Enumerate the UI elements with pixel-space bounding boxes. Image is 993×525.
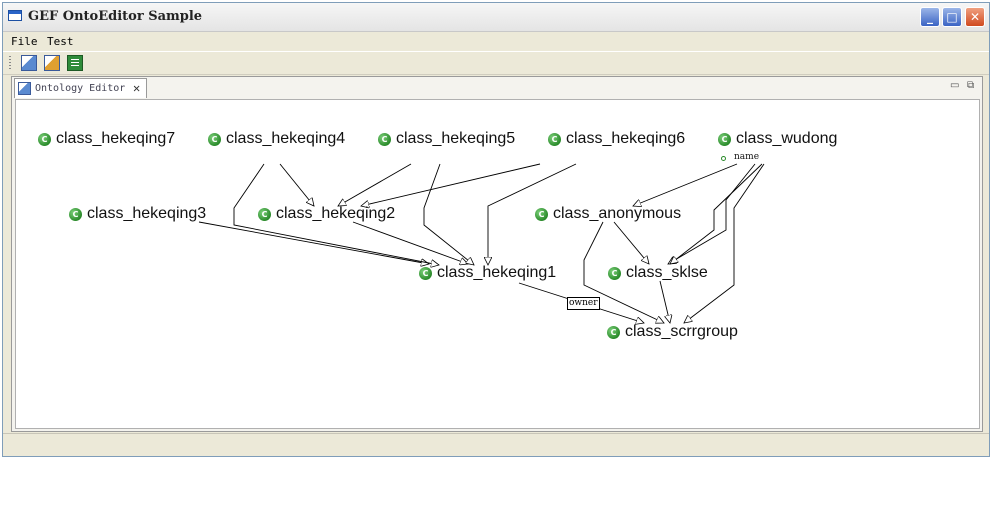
tab-label: Ontology Editor: [35, 83, 126, 94]
edge-wudong-sklse-1: [668, 163, 756, 264]
tab-ontology-editor[interactable]: Ontology Editor ✕: [14, 78, 147, 98]
graph-tool-icon[interactable]: [21, 55, 37, 71]
maximize-button[interactable]: □: [942, 7, 962, 27]
edge-wudong-scrrgroup: [684, 163, 765, 323]
edge-label-owner[interactable]: owner: [567, 297, 600, 310]
minimize-button[interactable]: _: [920, 7, 940, 27]
edge-anonymous-scrrgroup: [583, 221, 664, 323]
class-label: class_sklse: [626, 264, 708, 281]
view-restore-icon[interactable]: ⧉: [967, 80, 975, 91]
class-label: class_hekeqing2: [276, 205, 396, 222]
graph-tool-alt-icon[interactable]: [44, 55, 60, 71]
attribute-icon: [721, 156, 726, 161]
edge-hekeqing5-hekeqing2: [338, 163, 412, 206]
edge-hekeqing3-hekeqing1: [198, 221, 429, 264]
class-label: class_hekeqing7: [56, 130, 176, 147]
edge-hekeqing4-hekeqing1: [233, 163, 439, 265]
toolbar: [3, 51, 989, 75]
attribute-label[interactable]: name: [734, 152, 760, 162]
class-icon: C: [38, 133, 51, 146]
edge-hekeqing5-hekeqing1: [423, 163, 474, 265]
edge-hekeqing2-hekeqing1: [352, 221, 468, 264]
menu-bar: File Test: [3, 32, 989, 50]
relation-edges: [198, 163, 765, 430]
edge-anonymous-sklse: [613, 221, 649, 264]
class-label: class_hekeqing4: [226, 130, 346, 147]
class-icon: C: [258, 208, 271, 221]
ontology-editor-icon: [18, 82, 31, 95]
window-icon: [8, 10, 22, 21]
class-icon: C: [69, 208, 82, 221]
class-icon: C: [718, 133, 731, 146]
class-label: class_hekeqing5: [396, 130, 516, 147]
class-label: class_hekeqing3: [87, 205, 207, 222]
edge-wudong-anonymous: [633, 163, 738, 206]
diagram-canvas[interactable]: C class_hekeqing7 C class_hekeqing4 C cl…: [15, 99, 980, 429]
tab-close-icon[interactable]: ✕: [133, 81, 141, 95]
toolbar-grip[interactable]: [9, 56, 11, 70]
class-icon: C: [607, 326, 620, 339]
class-icon: C: [548, 133, 561, 146]
class-icon: C: [608, 267, 621, 280]
class-icon: C: [378, 133, 391, 146]
class-icon: C: [208, 133, 221, 146]
class-label: class_wudong: [736, 130, 838, 147]
class-label: class_hekeqing1: [437, 264, 557, 281]
class-label: class_anonymous: [553, 205, 682, 222]
edge-hekeqing6-hekeqing1: [488, 163, 577, 265]
edge-wudong-sklse-2: [670, 163, 763, 264]
edge-hekeqing4-hekeqing2: [279, 163, 314, 206]
spreadsheet-icon[interactable]: [67, 55, 83, 71]
menu-file[interactable]: File: [11, 35, 38, 48]
edge-sklse-scrrgroup: [659, 280, 670, 323]
view-minimize-icon[interactable]: ▭: [950, 80, 960, 91]
class-label: class_scrrgroup: [625, 323, 738, 340]
class-label: class_hekeqing6: [566, 130, 686, 147]
editor-view: Ontology Editor ✕ ▭ ⧉: [11, 76, 983, 432]
application-window: GEF OntoEditor Sample _ □ ✕ File Test On…: [2, 2, 990, 457]
menu-test[interactable]: Test: [47, 35, 74, 48]
class-icon: C: [419, 267, 432, 280]
edge-hekeqing6-hekeqing2: [361, 163, 541, 206]
title-bar[interactable]: GEF OntoEditor Sample _ □ ✕: [3, 3, 989, 32]
window-title: GEF OntoEditor Sample: [28, 9, 203, 24]
close-button[interactable]: ✕: [965, 7, 985, 27]
class-icon: C: [535, 208, 548, 221]
status-bar: [3, 433, 989, 457]
